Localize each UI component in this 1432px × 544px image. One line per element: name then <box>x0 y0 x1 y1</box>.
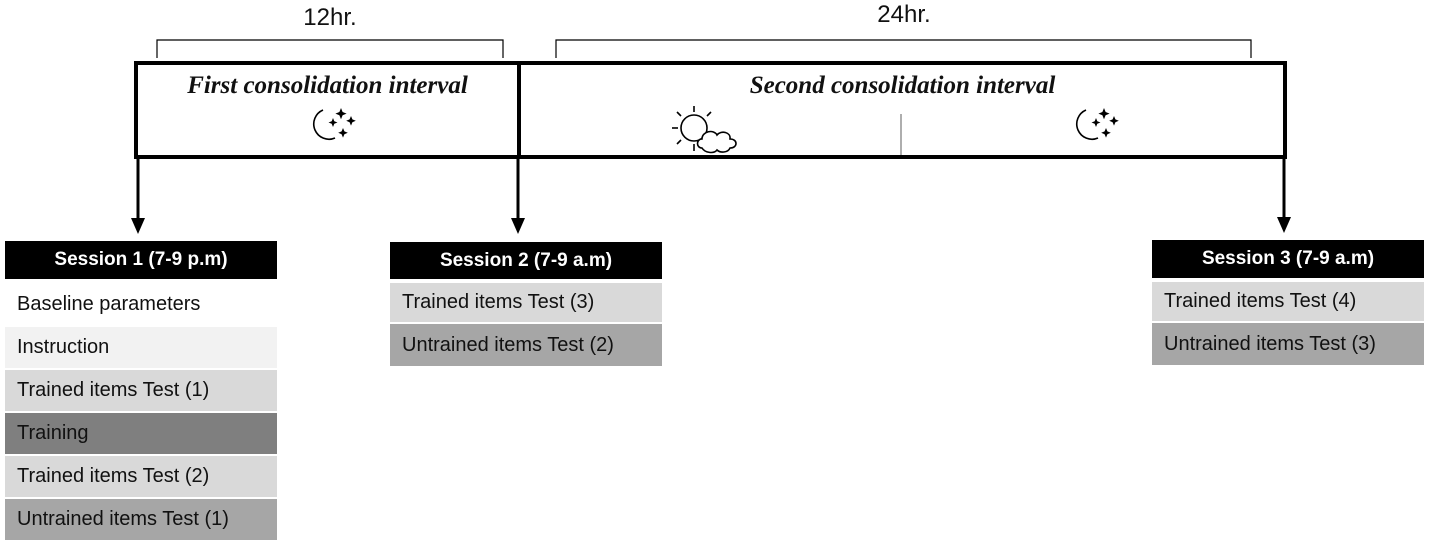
second-interval-box <box>517 61 1287 159</box>
session-1-row-trained-test-2: Trained items Test (2) <box>5 456 277 497</box>
arrowhead-session-2 <box>511 218 525 234</box>
moon-stars-icon <box>313 108 356 141</box>
session-1-row-training: Training <box>5 413 277 454</box>
interval-title-second: Second consolidation interval <box>749 72 1056 99</box>
arrowhead-session-3 <box>1277 217 1291 233</box>
arrowhead-session-1 <box>131 218 145 234</box>
sun-cloud-icon <box>672 106 737 154</box>
session-3-row-untrained-test-3: Untrained items Test (3) <box>1152 323 1424 365</box>
duration-label-first: 12hr. <box>303 4 357 31</box>
session-2-header: Session 2 (7-9 a.m) <box>390 242 662 279</box>
session-1-row-baseline: Baseline parameters <box>5 283 277 325</box>
interval-title-first: First consolidation interval <box>187 72 468 99</box>
session-1-row-untrained-test-1: Untrained items Test (1) <box>5 499 277 540</box>
session-1-panel: Session 1 (7-9 p.m) Baseline parameters … <box>5 241 277 540</box>
bracket-second-interval <box>555 39 1252 58</box>
session-2-row-trained-test-3: Trained items Test (3) <box>390 283 662 322</box>
session-1-row-instruction: Instruction <box>5 327 277 368</box>
duration-label-second: 24hr. <box>877 1 931 28</box>
session-2-panel: Session 2 (7-9 a.m) Trained items Test (… <box>390 242 662 366</box>
session-3-header: Session 3 (7-9 a.m) <box>1152 240 1424 278</box>
session-2-row-untrained-test-2: Untrained items Test (2) <box>390 324 662 366</box>
session-3-panel: Session 3 (7-9 a.m) Trained items Test (… <box>1152 240 1424 365</box>
session-1-header: Session 1 (7-9 p.m) <box>5 241 277 279</box>
bracket-first-interval <box>156 39 504 58</box>
moon-stars-icon <box>1076 108 1119 141</box>
session-1-row-trained-test-1: Trained items Test (1) <box>5 370 277 411</box>
session-3-row-trained-test-4: Trained items Test (4) <box>1152 282 1424 321</box>
